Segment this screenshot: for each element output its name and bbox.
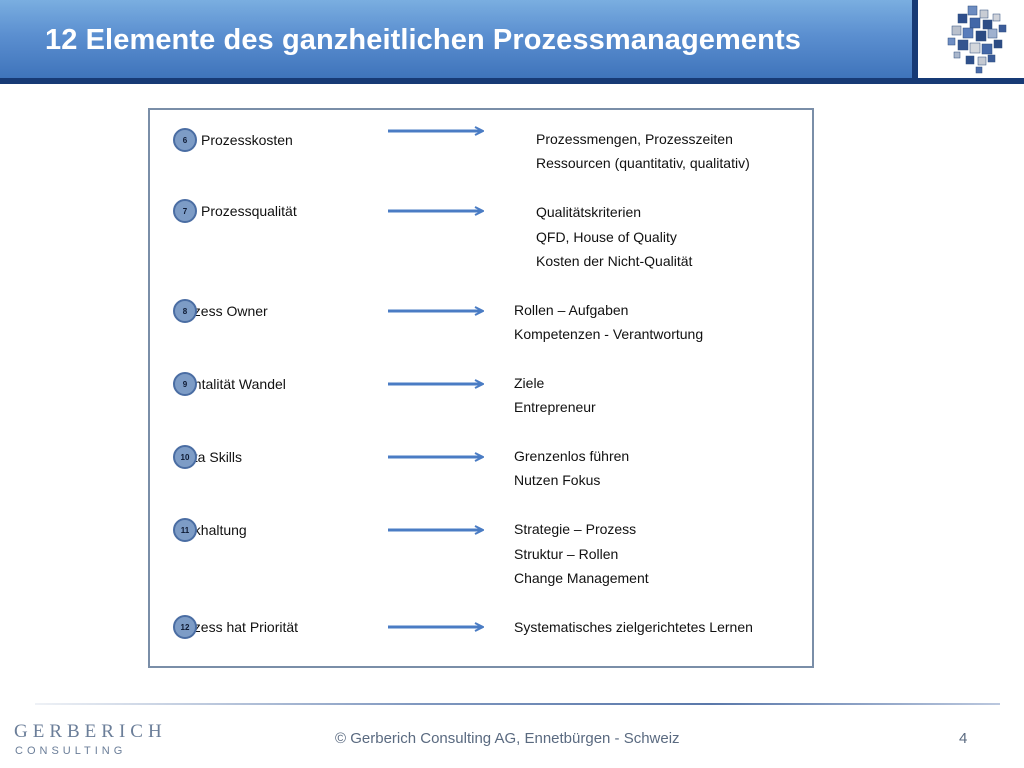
title-bar: 12 Elemente des ganzheitlichen Prozessma… <box>0 0 912 78</box>
element-label: Prozesskosten <box>201 132 293 148</box>
logo-divider <box>912 0 918 84</box>
element-detail: QFD, House of Quality <box>536 229 677 245</box>
page-number: 4 <box>959 730 968 747</box>
footer-logo-subline: CONSULTING <box>15 745 127 757</box>
logo-box <box>918 0 1024 78</box>
title-underline <box>0 78 1024 84</box>
number-badge: 6 <box>173 128 197 152</box>
element-detail: Entrepreneur <box>514 399 596 415</box>
element-detail: Qualitätskriterien <box>536 204 642 220</box>
element-detail: Prozessmengen, Prozesszeiten <box>536 131 733 147</box>
element-label: Prozessqualität <box>201 203 297 219</box>
element-detail: Nutzen Fokus <box>514 472 601 488</box>
footer-logo-wordmark: GERBERICH <box>14 721 167 742</box>
footer-divider <box>35 703 1000 705</box>
element-detail: Struktur – Rollen <box>514 546 619 562</box>
element-label: nkhaltung <box>186 522 247 538</box>
element-detail: Ziele <box>514 375 545 391</box>
element-detail: Kompetenzen - Verantwortung <box>514 326 704 342</box>
element-detail: Kosten der Nicht-Qualität <box>536 253 693 269</box>
element-detail: Ressourcen (quantitativ, qualitativ) <box>536 155 750 171</box>
number-badge: 11 <box>173 518 197 542</box>
cube-cluster-icon <box>947 5 1007 74</box>
slide-title: 12 Elemente des ganzheitlichen Prozessma… <box>45 24 801 56</box>
element-label: entalität Wandel <box>186 376 286 392</box>
element-label: ozess hat Priorität <box>186 619 299 635</box>
element-label: ozess Owner <box>186 303 268 319</box>
number-badge: 7 <box>173 199 197 223</box>
footer-copyright: © Gerberich Consulting AG, Ennetbürgen -… <box>335 730 680 747</box>
element-detail: Change Management <box>514 570 649 586</box>
element-label: eta Skills <box>186 449 243 465</box>
number-badge: 8 <box>173 299 197 323</box>
number-badge: 10 <box>173 445 197 469</box>
number-badge: 9 <box>173 372 197 396</box>
number-badge: 12 <box>173 615 197 639</box>
element-detail: Grenzenlos führen <box>514 448 630 464</box>
element-detail: Rollen – Aufgaben <box>514 302 629 318</box>
element-detail: Strategie – Prozess <box>514 521 637 537</box>
element-detail: Systematisches zielgerichtetes Lernen <box>514 619 753 635</box>
